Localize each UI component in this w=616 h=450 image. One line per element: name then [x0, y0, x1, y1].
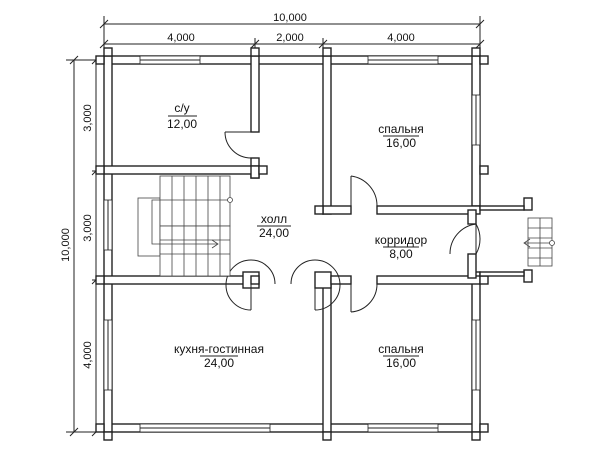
- room-corridor: корридор 8,00: [375, 233, 428, 261]
- wall-bedroom1-left: [322, 55, 332, 215]
- wall-corridor-top-left: [322, 205, 352, 215]
- windows: [103, 55, 481, 433]
- wall-corridor-bottom-right: [376, 275, 481, 285]
- top-dimensions: 10,000 4,000 2,000 4,000: [99, 12, 485, 60]
- top-total-dimension: 10,000: [273, 12, 307, 24]
- room-area-bedroom1: 16,00: [386, 136, 416, 150]
- room-bathroom: с/у 12,00: [167, 101, 197, 131]
- room-kitchen: кухня-гостинная 24,00: [174, 342, 264, 370]
- top-dimension-segment-2: 2,000: [276, 32, 304, 44]
- room-name-corridor: корридор: [375, 233, 428, 247]
- room-area-hall: 24,00: [259, 226, 289, 240]
- room-bedroom2: спальня 16,00: [378, 342, 424, 370]
- wall-corridor-end-upper: [467, 209, 477, 225]
- wall-corridor-top-right: [376, 205, 481, 215]
- wall-bathroom-right-upper: [250, 55, 260, 133]
- room-name-bedroom2: спальня: [378, 342, 424, 356]
- corridor-end-door: [449, 223, 481, 255]
- top-dimension-segment-3: 4,000: [387, 32, 415, 44]
- top-dimension-segment-1: 4,000: [167, 32, 195, 44]
- room-name-bedroom1: спальня: [378, 122, 424, 136]
- left-dimension-segment-1: 3,000: [82, 104, 94, 132]
- bedroom2-door: [350, 283, 378, 313]
- entrance-porch: [479, 197, 555, 283]
- room-name-hall: холл: [261, 212, 287, 226]
- room-name-bathroom: с/у: [174, 101, 189, 115]
- doors: [224, 131, 481, 313]
- hall-double-door: [225, 259, 341, 311]
- room-area-bathroom: 12,00: [167, 117, 197, 131]
- wall-corridor-bottom-left: [330, 275, 352, 285]
- room-area-corridor: 8,00: [389, 247, 413, 261]
- inner-walls: [103, 55, 481, 433]
- wall-corridor-end-lower: [467, 253, 477, 279]
- room-name-kitchen: кухня-гостинная: [174, 342, 264, 356]
- room-hall: холл 24,00: [257, 212, 291, 240]
- room-area-bedroom2: 16,00: [386, 356, 416, 370]
- left-dimensions: 10,000 3,000 3,000 4,000: [60, 55, 110, 437]
- bathroom-door: [224, 131, 252, 159]
- wall-kitchen-top: [103, 275, 252, 285]
- wall-column-right: [314, 271, 332, 289]
- staircase: [137, 175, 233, 277]
- wall-kitchen-right: [322, 275, 332, 433]
- left-total-dimension: 10,000: [60, 228, 72, 262]
- room-bedroom1: спальня 16,00: [378, 122, 424, 150]
- room-area-kitchen: 24,00: [204, 356, 234, 370]
- log-ends: [95, 47, 489, 441]
- wall-bathroom-bottom: [103, 165, 260, 175]
- left-dimension-segment-2: 3,000: [82, 214, 94, 242]
- left-dimension-segment-3: 4,000: [82, 341, 94, 369]
- bedroom1-door: [350, 175, 378, 207]
